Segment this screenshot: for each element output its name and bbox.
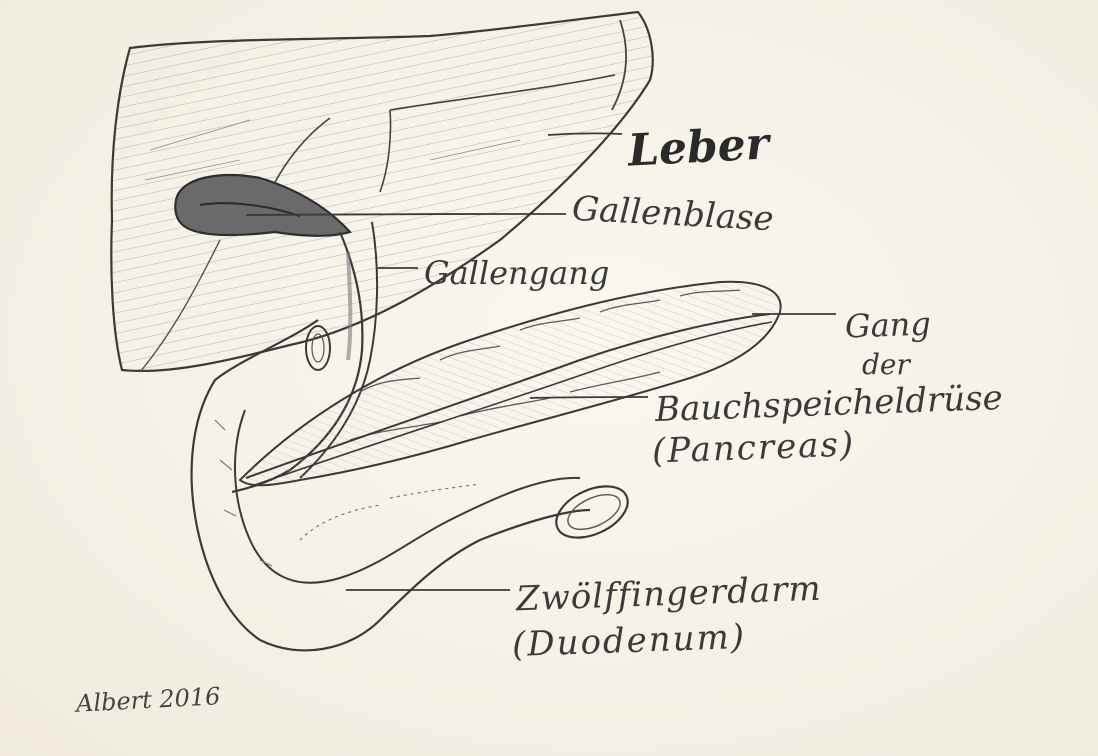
duodenum-label-line1: Zwölffingerdarm [515, 572, 822, 617]
pancreatic-duct-label-line1: Gang [844, 308, 931, 343]
liver-label: Leber [627, 122, 770, 173]
pancreas-leader [530, 397, 648, 398]
gallbladder-label: Gallenblase [571, 192, 774, 237]
duodenum-label-line2: (Duodenum) [511, 620, 746, 662]
gallbladder-leader [246, 214, 566, 215]
pancreas-label-line2: (Pancreas) [651, 427, 855, 468]
pancreatic-duct-label-line2: der [862, 351, 910, 379]
bile-duct-label: Gallengang [424, 257, 609, 289]
